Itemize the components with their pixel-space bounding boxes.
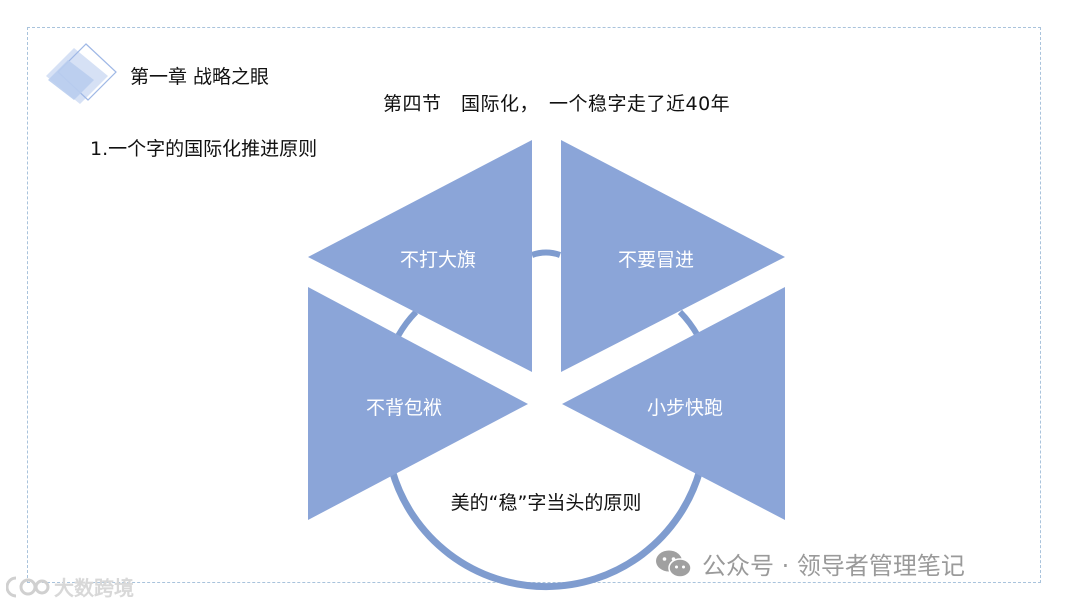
triangle-top-right xyxy=(561,140,785,372)
connector-arc-top xyxy=(530,249,562,258)
triangle-bottom-right xyxy=(562,287,785,520)
brand-text: 大数跨境 xyxy=(54,576,134,600)
brand-mark: 大数跨境 xyxy=(6,572,134,601)
brand-logo-icon xyxy=(6,576,50,597)
watermark: 公众号 · 领导者管理笔记 xyxy=(654,546,965,581)
chapter-title: 第一章 战略之眼 xyxy=(130,66,270,88)
segment-label-top-right: 不要冒进 xyxy=(618,249,694,271)
triangle-top-left xyxy=(308,140,532,372)
connector-arc-right xyxy=(677,309,701,338)
slide-frame xyxy=(27,27,1041,583)
principle-label: 美的“稳”字当头的原则 xyxy=(451,492,642,514)
connector-arc-bottom xyxy=(388,469,704,591)
segment-label-top-left: 不打大旗 xyxy=(400,249,476,271)
segment-label-bottom-left: 不背包袱 xyxy=(366,397,442,419)
segment-label-bottom-right: 小步快跑 xyxy=(647,397,723,419)
watermark-text: 公众号 · 领导者管理笔记 xyxy=(702,552,965,580)
chapter-logo-icon xyxy=(46,43,117,104)
section-title: 第四节 国际化， 一个稳字走了近40年 xyxy=(383,93,731,115)
connector-arc-left xyxy=(395,309,419,338)
triangle-bottom-left xyxy=(308,287,528,520)
subtitle: 1.一个字的国际化推进原则 xyxy=(90,138,318,160)
wechat-icon xyxy=(656,550,692,578)
